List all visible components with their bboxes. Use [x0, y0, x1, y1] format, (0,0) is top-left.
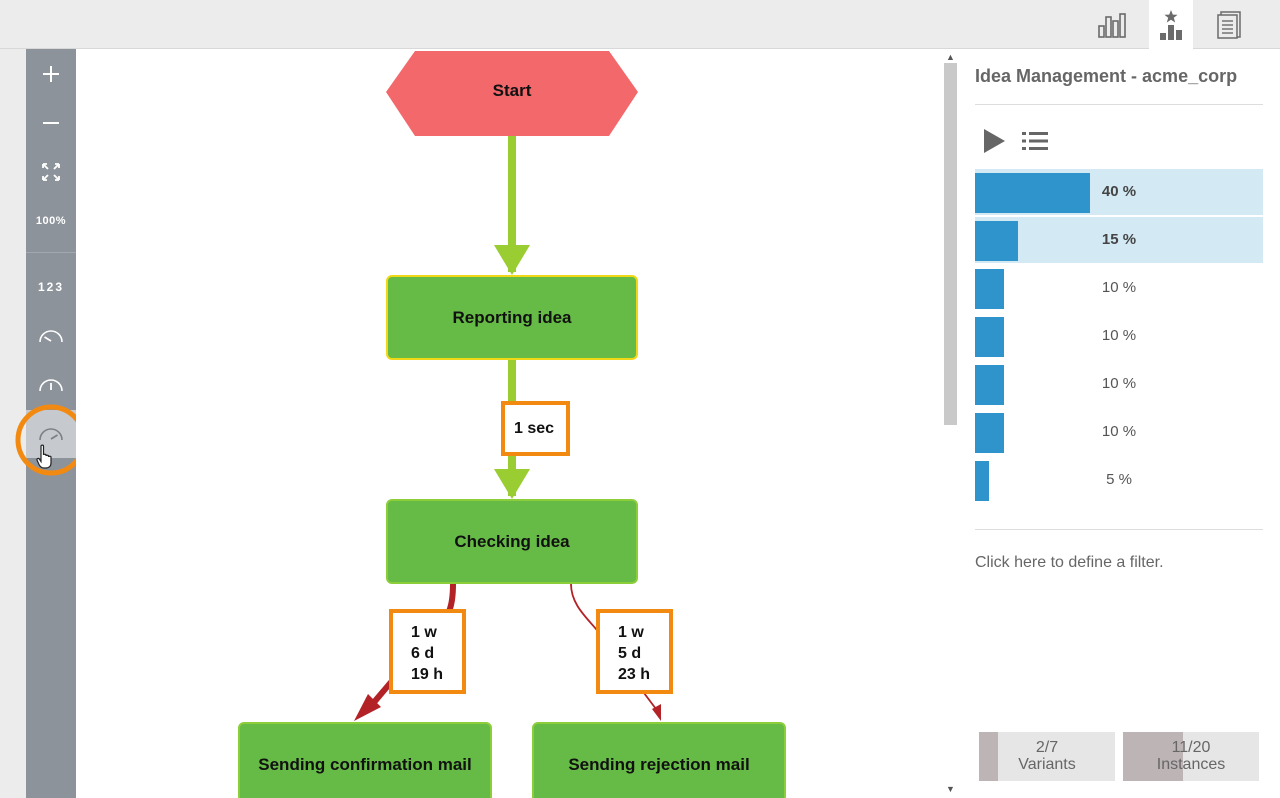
variant-percent: 10 %	[1101, 327, 1137, 344]
variants-panel: Idea Management - acme_corp 40 % 15 %	[959, 49, 1280, 798]
sending-confirmation-mail-label: Sending confirmation mail	[258, 755, 472, 774]
expand-icon	[42, 163, 60, 181]
canvas-scrollbar[interactable]: ▲ ▼	[942, 49, 959, 798]
reporting-idea-label: Reporting idea	[452, 307, 572, 327]
zoom-100-button[interactable]: 100%	[26, 197, 76, 245]
edge-checking-to-rejection	[570, 583, 661, 721]
instances-fill-bar	[1123, 732, 1183, 781]
plus-icon	[43, 66, 59, 82]
duration-hours: 23 h	[618, 666, 651, 683]
duration-weeks: 1 w	[618, 624, 644, 641]
variant-share-bar	[975, 365, 1004, 405]
variant-percent: 10 %	[1101, 375, 1137, 392]
variant-share-bar	[975, 413, 1004, 453]
variant-row[interactable]: 10 %	[975, 361, 1263, 407]
top-bar	[0, 0, 1280, 49]
duration-hours: 19 h	[411, 666, 444, 683]
variant-row[interactable]: 5 %	[975, 457, 1263, 503]
variant-share-bar	[975, 461, 989, 501]
statistics-tab[interactable]	[1090, 0, 1134, 49]
start-node[interactable]: Start	[492, 81, 532, 100]
checking-idea-label: Checking idea	[454, 531, 570, 551]
list-divider	[975, 529, 1263, 530]
scroll-thumb[interactable]	[944, 63, 957, 425]
instances-stat-text: 11/20 Instances	[1123, 739, 1259, 773]
toolbar-divider	[26, 252, 76, 253]
bar-chart-icon	[1098, 12, 1126, 38]
variants-count: 2/7	[1035, 739, 1059, 756]
variant-percent: 10 %	[1101, 279, 1137, 296]
starred-bar-chart-icon	[1160, 9, 1182, 40]
gauge-min-icon	[39, 330, 63, 343]
sending-rejection-mail-label: Sending rejection mail	[568, 755, 750, 774]
start-node-shape	[386, 51, 638, 136]
variant-row[interactable]: 10 %	[975, 265, 1263, 311]
instances-stat-button[interactable]: 11/20 Instances	[1123, 732, 1259, 781]
min-duration-button[interactable]	[26, 312, 76, 360]
variants-fill-bar	[979, 732, 998, 781]
edge-label-rejection-duration: 1 w 5 d 23 h	[596, 609, 673, 694]
duration-days: 5 d	[618, 645, 642, 662]
variants-stat-text: 2/7 Variants	[979, 739, 1115, 773]
process-title: Idea Management - acme_corp	[975, 66, 1238, 86]
max-duration-button[interactable]	[26, 410, 76, 458]
variant-percent: 5 %	[1106, 471, 1132, 488]
edge-label-confirmation-duration: 1 w 6 d 19 h	[389, 609, 466, 694]
variant-share-bar	[975, 173, 1090, 213]
duration-days: 6 d	[411, 645, 435, 662]
checking-idea-node[interactable]: Checking idea	[386, 499, 638, 584]
instances-label: Instances	[1156, 756, 1226, 773]
gauge-max-icon	[39, 428, 63, 441]
variants-label: Variants	[1018, 756, 1076, 773]
play-icon	[984, 129, 1005, 153]
avg-duration-button[interactable]	[26, 361, 76, 409]
variant-row[interactable]: 10 %	[975, 313, 1263, 359]
document-tab[interactable]	[1207, 0, 1251, 49]
variant-share-bar	[975, 221, 1018, 261]
zoom-level-label: 100%	[35, 215, 67, 227]
sending-confirmation-mail-node[interactable]: Sending confirmation mail	[238, 722, 492, 798]
variant-row[interactable]: 15 %	[975, 217, 1263, 263]
fit-to-screen-button[interactable]	[26, 148, 76, 196]
document-icon	[1217, 10, 1241, 39]
reporting-idea-node[interactable]: Reporting idea	[386, 275, 638, 360]
duration-text: 1 sec	[514, 420, 555, 437]
title-divider	[975, 104, 1263, 105]
frequency-label: 123	[37, 280, 65, 294]
frequency-mode-button[interactable]: 123	[26, 263, 76, 311]
list-icon	[1022, 132, 1048, 150]
play-button[interactable]	[981, 127, 1007, 155]
define-filter-link[interactable]: Click here to define a filter.	[975, 554, 1164, 571]
gauge-avg-icon	[39, 379, 63, 392]
variants-stat-button[interactable]: 2/7 Variants	[979, 732, 1115, 781]
process-analysis-tab[interactable]	[1149, 0, 1193, 49]
scroll-up-arrow[interactable]: ▲	[946, 52, 955, 62]
variant-row[interactable]: 10 %	[975, 409, 1263, 455]
variant-percent: 40 %	[1101, 183, 1137, 200]
variant-share-bar	[975, 269, 1004, 309]
diagram-toolbar: 100% 123	[26, 49, 76, 798]
zoom-out-button[interactable]	[26, 99, 76, 147]
variant-share-bar	[975, 317, 1004, 357]
list-view-button[interactable]	[1021, 127, 1049, 155]
sending-rejection-mail-node[interactable]: Sending rejection mail	[532, 722, 786, 798]
process-map-canvas[interactable]: Start Reporting idea Checking idea Sendi…	[76, 49, 942, 798]
minus-icon	[43, 122, 59, 124]
zoom-in-button[interactable]	[26, 50, 76, 98]
edge-label-1-sec: 1 sec	[501, 401, 570, 456]
scroll-down-arrow[interactable]: ▼	[946, 784, 955, 794]
variant-percent: 15 %	[1101, 231, 1137, 248]
variant-row[interactable]: 40 %	[975, 169, 1263, 215]
edge-start-to-reporting	[494, 136, 530, 275]
instances-count: 11/20	[1171, 739, 1211, 756]
variant-percent: 10 %	[1101, 423, 1137, 440]
hand-cursor-icon	[36, 444, 52, 469]
duration-weeks: 1 w	[411, 624, 437, 641]
